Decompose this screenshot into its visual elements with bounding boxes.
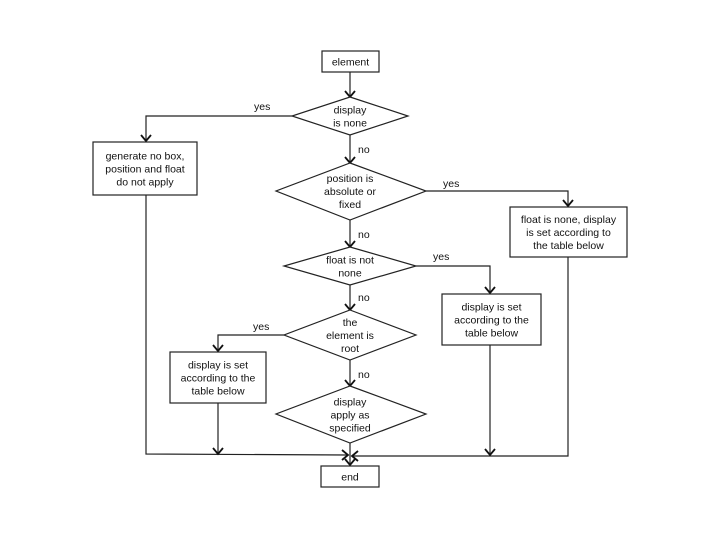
node-label-line: element is	[326, 330, 374, 342]
label-display-none-yes: yes	[254, 101, 270, 113]
edge-labels: yes no yes no yes no yes no	[253, 101, 459, 381]
arrowhead-end-left	[341, 449, 350, 461]
node-label-line: the	[343, 317, 358, 329]
node-label-line: end	[341, 472, 359, 484]
arrowhead-float-box-bottom	[484, 448, 496, 457]
edge-no-box-to-end	[145, 195, 348, 456]
arrowhead-root-box	[212, 344, 224, 353]
node-is-root-diamond	[282, 309, 418, 361]
node-label-line: according to the	[454, 315, 529, 327]
edges	[145, 72, 569, 465]
node-label-line: position is	[327, 173, 374, 185]
edge-root-yes	[217, 334, 284, 351]
node-end-box	[320, 465, 380, 488]
node-float-not-none-diamond	[281, 246, 419, 286]
node-label-line: root	[341, 343, 359, 355]
node-label-line: table below	[191, 386, 245, 398]
node-label-line: display is set	[188, 360, 248, 372]
label-position-yes: yes	[443, 178, 459, 190]
label-root-no: no	[358, 369, 370, 381]
arrowhead-root-box-bottom	[212, 447, 224, 456]
node-label-line: do not apply	[116, 177, 174, 189]
node-set-table-root-rect	[169, 351, 267, 404]
node-label-line: display	[334, 105, 367, 117]
label-display-none-no: no	[358, 144, 370, 156]
label-float-yes: yes	[433, 251, 449, 263]
node-label-line: float is none, display	[521, 214, 617, 226]
node-label-line: display is set	[461, 302, 521, 314]
edge-float-none-box-to-end	[353, 257, 569, 457]
arrowhead-float-box	[484, 286, 496, 295]
node-label-line: fixed	[339, 199, 361, 211]
arrowhead-end	[344, 458, 356, 467]
node-label-line: according to the	[181, 373, 256, 385]
node-no-box-rect	[92, 141, 198, 196]
node-apply-specified-diamond	[274, 385, 428, 444]
node-label-line: float is not	[326, 255, 374, 267]
node-start: element	[321, 50, 380, 73]
node-label-line: is set according to	[526, 227, 611, 239]
node-label-line: display	[334, 397, 367, 409]
node-label-line: none	[338, 268, 362, 280]
label-float-no: no	[358, 292, 370, 304]
node-label-line: the table below	[533, 240, 604, 252]
arrowhead-no-box	[140, 134, 152, 143]
node-label-line: absolute or	[324, 186, 376, 198]
node-end: end	[320, 465, 380, 488]
node-label-line: is none	[333, 118, 367, 130]
node-label-line: table below	[465, 328, 519, 340]
label-root-yes: yes	[253, 321, 269, 333]
edge-float-yes	[416, 265, 491, 293]
node-display-none-diamond	[290, 96, 410, 136]
node-label-line: apply as	[330, 410, 369, 422]
node-set-table-float-rect	[441, 293, 542, 346]
node-label-line: generate no box,	[106, 151, 185, 163]
node-start-box	[321, 50, 380, 73]
node-label-line: element	[332, 57, 369, 69]
edge-display-none-yes	[145, 115, 292, 141]
node-position-abs-diamond	[274, 162, 428, 221]
edge-position-yes	[426, 190, 569, 206]
arrowhead-float-none-box	[562, 199, 574, 208]
arrowhead-end-right	[350, 450, 359, 462]
node-label-line: specified	[329, 423, 371, 435]
label-position-no: no	[358, 229, 370, 241]
node-float-none-set-rect	[509, 206, 628, 258]
node-label-line: position and float	[105, 164, 184, 176]
